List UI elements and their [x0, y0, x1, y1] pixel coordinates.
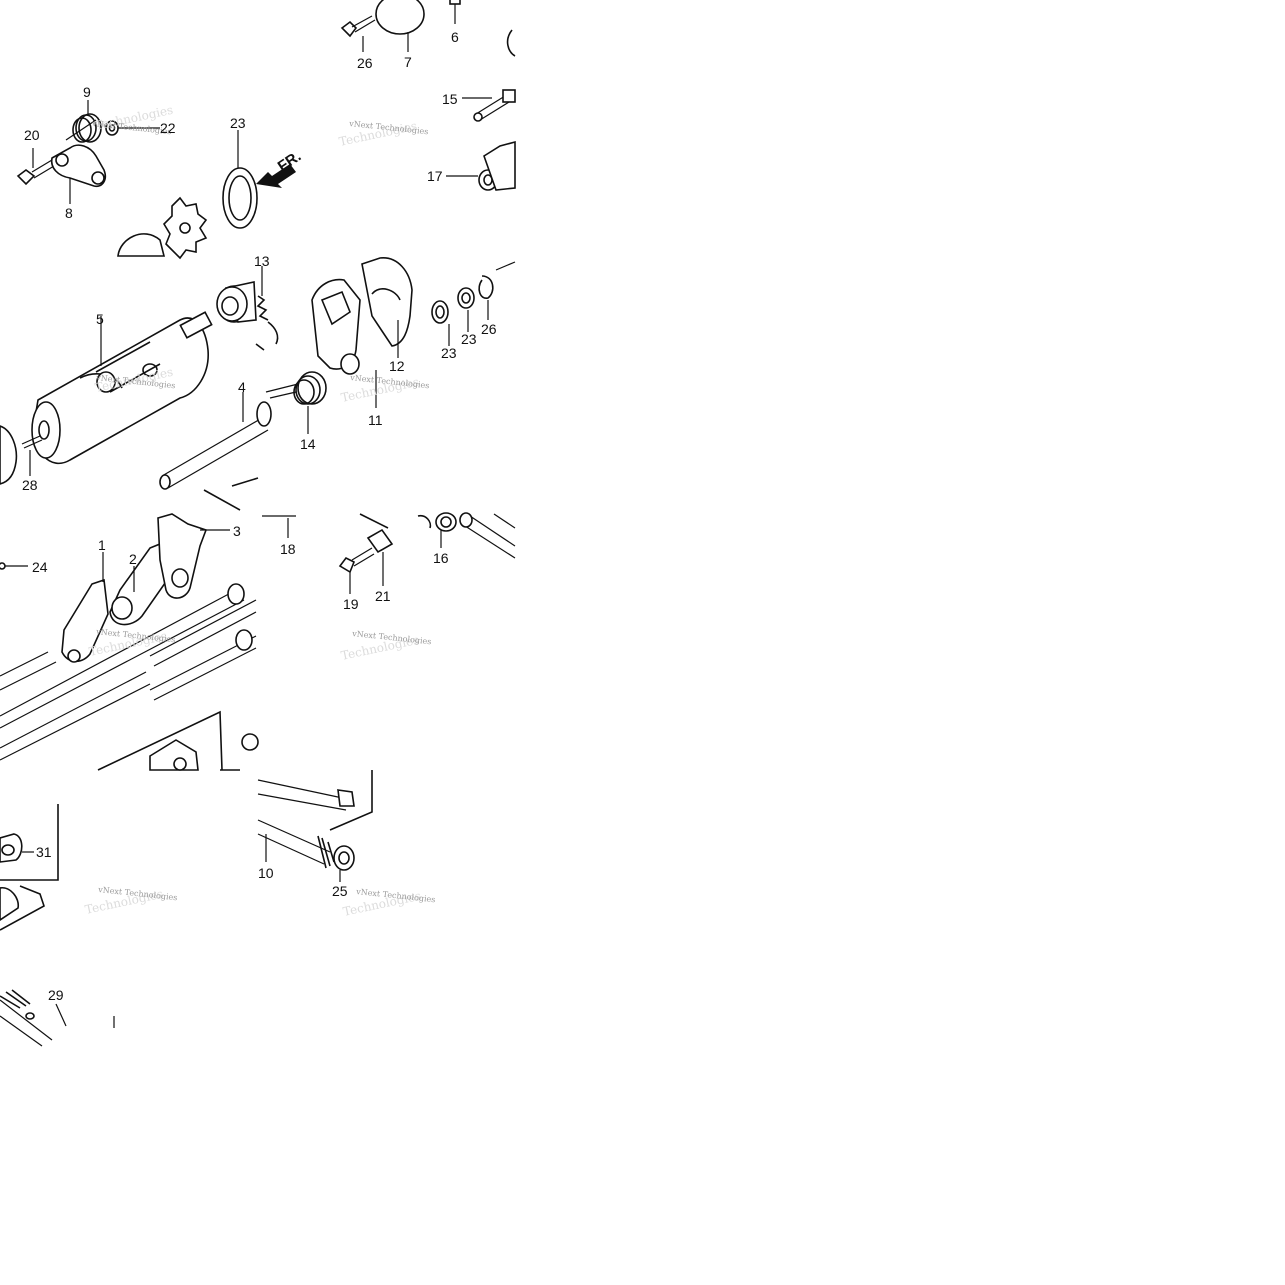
front-arrow-icon [256, 164, 296, 188]
part-16 [359, 512, 457, 548]
gear-shift-plate-11 [311, 278, 377, 408]
plate-7 [375, 0, 425, 52]
shift-fork-shafts [0, 583, 257, 761]
callout-29: 28 [22, 477, 38, 493]
callout-1: 1 [98, 537, 106, 553]
callout-3: 3 [233, 523, 241, 539]
part-6 [449, 0, 461, 24]
shift-fork-1 [61, 552, 109, 663]
callout-23-a: 23 [441, 345, 457, 361]
tile-lower [0, 512, 516, 771]
shaft-10 [257, 779, 355, 869]
callout-2: 2 [129, 551, 137, 567]
callout-21: 21 [375, 588, 391, 604]
callout-23-b: 23 [461, 331, 477, 347]
callout-19: 19 [343, 596, 359, 612]
callout-9: 9 [83, 84, 91, 100]
tile-bottom [0, 769, 373, 1047]
shaft-30 [0, 989, 115, 1047]
stopper-arm-group [16, 100, 160, 204]
part-31 [0, 833, 34, 863]
washer-23b [457, 287, 475, 332]
pin-15 [462, 89, 516, 122]
front-direction-label: FR. [275, 148, 305, 176]
tile-middle [0, 257, 516, 511]
callout-11: 11 [368, 412, 383, 428]
oil-seal-24 [222, 130, 296, 229]
circlip-27 [478, 275, 494, 320]
watermarks: Technologies vNext Technologies Technolo… [84, 103, 436, 919]
shift-fork-3 [157, 513, 230, 599]
callout-17: 17 [427, 168, 443, 184]
callout-25: 24 [32, 559, 48, 575]
shaft-4 [159, 392, 272, 490]
callout-13: 13 [254, 253, 270, 269]
tile-top [16, 0, 516, 260]
oil-seal-26 [333, 845, 355, 882]
callout-24: 23 [230, 115, 246, 131]
callout-12: 12 [389, 358, 405, 374]
callout-28: 26 [357, 55, 373, 71]
shift-arm-17 [446, 140, 516, 191]
bearing [216, 281, 257, 323]
callout-4: 4 [238, 379, 246, 395]
spring-14 [265, 371, 327, 434]
callout-14: 14 [300, 436, 316, 452]
callout-5: 5 [96, 311, 104, 327]
pin-29 [21, 435, 43, 476]
callout-22: 22 [160, 120, 176, 136]
callout-18: 18 [280, 541, 296, 557]
shift-fork-2 [109, 542, 171, 626]
callout-8: 8 [65, 205, 73, 221]
callout-10: 10 [258, 865, 274, 881]
callout-27: 26 [481, 321, 497, 337]
callout-16: 16 [433, 550, 449, 566]
washer-23a [431, 300, 450, 346]
callout-15: 15 [442, 91, 458, 107]
spring-13 [255, 266, 279, 351]
callout-7: 7 [404, 54, 412, 70]
drum-stopper-12 [361, 257, 413, 358]
callout-26: 25 [332, 883, 348, 899]
callout-20: 20 [24, 127, 40, 143]
cam-plate [117, 196, 208, 260]
bolt-19 [338, 547, 375, 594]
callout-6: 6 [451, 29, 459, 45]
callout-31: 31 [36, 844, 52, 860]
bracket-21 [366, 528, 394, 586]
callout-30: 29 [48, 987, 64, 1003]
spindle [459, 512, 516, 559]
bolt-28 [340, 15, 376, 52]
shift-drum-5 [31, 311, 213, 465]
